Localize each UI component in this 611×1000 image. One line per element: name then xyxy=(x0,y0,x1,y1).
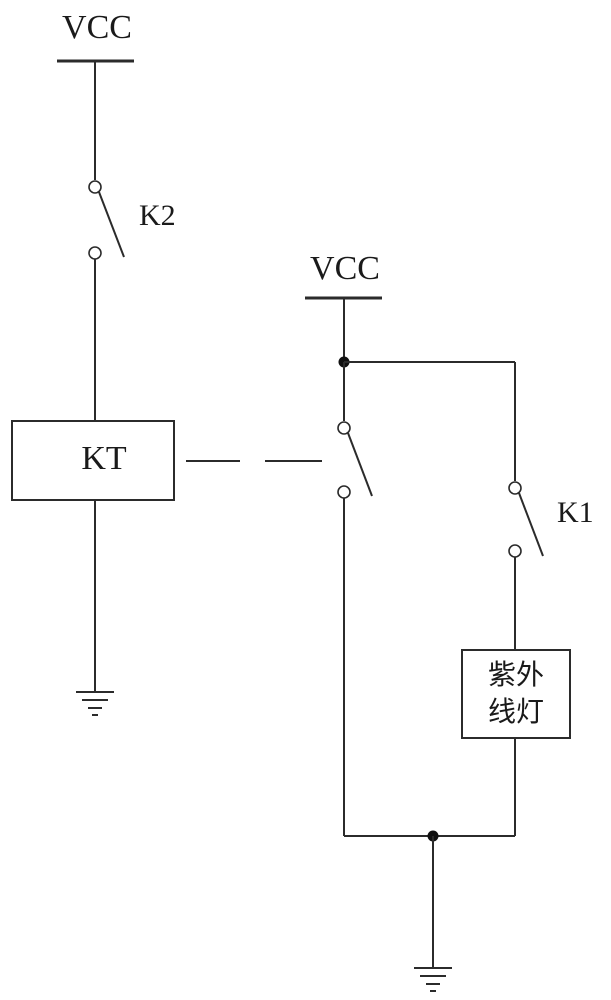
kt-contact-bottom xyxy=(337,485,351,499)
k1-top-contact xyxy=(508,481,522,495)
ground-left-symbol xyxy=(76,691,114,716)
vcc-left-label: VCC xyxy=(62,9,132,46)
relay-kt-label: KT xyxy=(81,440,127,477)
k1-bottom-contact xyxy=(508,544,522,558)
k2-top-contact xyxy=(88,180,102,194)
ground-right-symbol xyxy=(414,967,452,992)
kt-contact-top xyxy=(337,421,351,435)
k2-blade xyxy=(98,191,125,258)
right-branch: VCC K1 紫外 线灯 xyxy=(305,250,594,992)
vcc-right-label: VCC xyxy=(310,250,380,287)
uv-lamp-box xyxy=(461,649,571,739)
switch-k1 xyxy=(508,481,544,558)
relay-kt-box xyxy=(11,420,175,501)
k2-label: K2 xyxy=(139,199,176,232)
k2-bottom-contact xyxy=(88,246,102,260)
kt-contact-blade xyxy=(347,432,373,497)
k1-blade xyxy=(518,492,544,557)
uv-lamp-label-line1: 紫外 xyxy=(488,658,544,691)
switch-kt-contact xyxy=(337,421,373,499)
left-branch: VCC K2 KT xyxy=(11,9,176,716)
switch-k2 xyxy=(88,180,125,260)
uv-lamp-label-line2: 线灯 xyxy=(488,695,544,728)
k1-label: K1 xyxy=(557,496,594,529)
